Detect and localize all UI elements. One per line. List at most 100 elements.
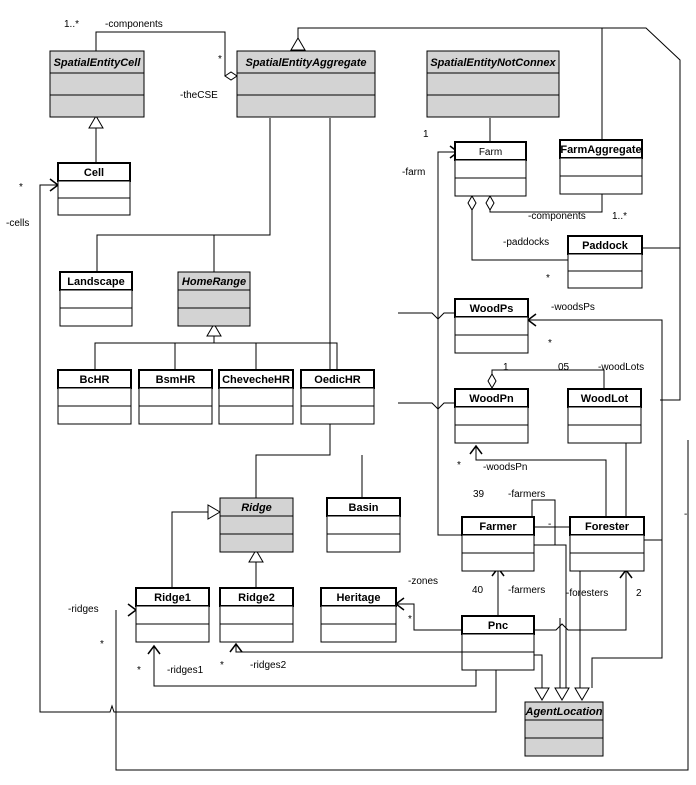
attributes-compartment <box>219 605 294 625</box>
line-gen-woodpn <box>398 402 455 410</box>
operations-compartment <box>524 737 604 757</box>
operations-compartment <box>569 552 645 572</box>
class-name: FarmAggregate <box>560 144 641 156</box>
role-zones: -zones <box>408 576 438 587</box>
mult-05: 05 <box>558 362 570 373</box>
operations-compartment <box>218 405 294 425</box>
mult-1star-top: 1..* <box>64 19 79 30</box>
line-pnc-ridges2 <box>235 644 462 653</box>
attributes-compartment <box>57 387 132 407</box>
class-forester: Forester <box>569 516 645 572</box>
operations-compartment <box>567 270 643 289</box>
mult-star-ridges2: * <box>220 660 224 671</box>
line-woodsps <box>528 319 663 540</box>
class-name: Paddock <box>582 240 629 252</box>
attributes-compartment <box>454 406 529 426</box>
attributes-compartment <box>461 534 535 554</box>
line-farm-farmer <box>437 151 462 536</box>
mult-2: 2 <box>636 588 642 599</box>
class-agentlocation: AgentLocation <box>524 701 604 757</box>
class-name: Cell <box>84 167 104 179</box>
role-cells: -cells <box>6 218 29 229</box>
attributes-compartment <box>57 180 131 199</box>
class-cell: Cell <box>57 162 131 216</box>
operations-compartment <box>300 405 375 425</box>
operations-compartment <box>454 424 529 444</box>
arrow-woodspn <box>469 444 483 455</box>
line-cells <box>39 184 497 713</box>
class-name: AgentLocation <box>525 706 603 718</box>
mult-1-woodpn: 1 <box>503 362 509 373</box>
mult-star-woodps: * <box>548 338 552 349</box>
role-farmers-top: -farmers <box>508 489 545 500</box>
class-landscape: Landscape <box>59 271 133 327</box>
gen-triangle-agentloc-2 <box>554 687 570 701</box>
mult-1star-farm: 1..* <box>612 211 627 222</box>
role-woodlots: -woodLots <box>598 362 644 373</box>
operations-compartment <box>219 623 294 643</box>
class-ridge: Ridge <box>219 497 294 553</box>
class-name: Pnc <box>488 620 508 632</box>
line-pnc-ridges1 <box>153 646 477 687</box>
class-spatialentitycell: SpatialEntityCell <box>49 50 145 118</box>
gen-triangle-cell <box>88 115 104 129</box>
operations-compartment <box>177 307 251 327</box>
class-heritage: Heritage <box>320 587 397 643</box>
mult-star-ridges: * <box>100 639 104 650</box>
attributes-compartment <box>59 289 133 309</box>
line-agg-woodlot <box>300 27 681 401</box>
operations-compartment <box>326 533 401 553</box>
operations-compartment <box>454 177 527 197</box>
class-bchr: BcHR <box>57 369 132 425</box>
class-name: Ridge1 <box>154 592 191 604</box>
mult-39: 39 <box>473 489 485 500</box>
attributes-compartment <box>320 605 397 625</box>
gen-triangle-homerange <box>206 323 222 337</box>
attributes-compartment <box>300 387 375 407</box>
line-hr-bchr <box>94 332 215 370</box>
operations-compartment <box>426 94 560 118</box>
line-agentloc-forester2 <box>591 539 663 688</box>
mark-dash-right: - <box>684 509 687 520</box>
role-woodsps: -woodsPs <box>551 302 595 313</box>
class-woodlot: WoodLot <box>567 388 642 444</box>
class-name: Heritage <box>336 592 380 604</box>
line-farm-components <box>489 194 603 213</box>
mult-star-heritage: * <box>408 614 412 625</box>
mark-dash-farmer: - <box>548 519 551 530</box>
operations-compartment <box>49 94 145 118</box>
operations-compartment <box>236 94 376 118</box>
role-ridges: -ridges <box>68 604 99 615</box>
class-farm: Farm <box>454 141 527 197</box>
arrow-ridges2 <box>229 642 243 653</box>
line-farmer-farmers <box>531 499 556 546</box>
role-thecse: -theCSE <box>180 90 218 101</box>
operations-compartment <box>454 334 529 354</box>
class-farmaggregate: FarmAggregate <box>559 139 643 195</box>
class-name: ChevecheHR <box>222 374 290 386</box>
class-name: Ridge <box>241 502 272 514</box>
attributes-compartment <box>218 387 294 407</box>
attributes-compartment <box>454 159 527 179</box>
line-woodspn <box>475 446 607 517</box>
line-ridges <box>115 440 689 771</box>
line-pnc-heritage <box>396 603 462 631</box>
mult-star-paddock: * <box>546 273 550 284</box>
attributes-compartment <box>567 406 642 426</box>
role-paddocks: -paddocks <box>503 237 549 248</box>
role-ridges2: -ridges2 <box>250 660 287 671</box>
class-name: HomeRange <box>182 276 246 288</box>
class-chevechehr: ChevecheHR <box>218 369 294 425</box>
class-name: WoodPn <box>469 393 514 405</box>
operations-compartment <box>567 424 642 444</box>
labels: 1..* -components * -theCSE 1 -farm * -ce… <box>6 19 687 676</box>
attributes-compartment <box>461 633 535 653</box>
class-basin: Basin <box>326 497 401 553</box>
operations-compartment <box>219 533 294 553</box>
operations-compartment <box>135 623 210 643</box>
role-woodspn: -woodsPn <box>483 462 527 473</box>
line-farm-paddocks <box>471 205 568 261</box>
operations-compartment <box>559 175 643 195</box>
